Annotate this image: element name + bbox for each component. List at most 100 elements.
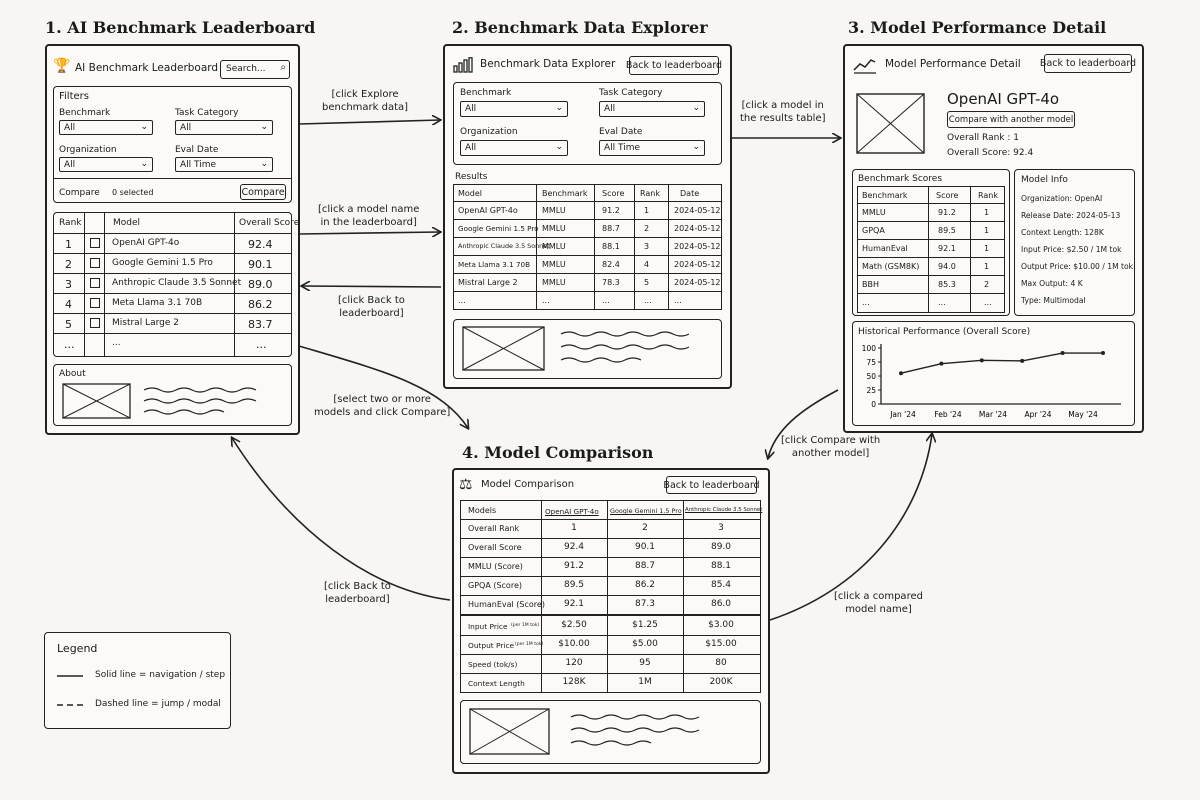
benchmark-select[interactable]: All⌄ bbox=[460, 101, 568, 117]
search-input[interactable]: Search... ⌕ bbox=[220, 60, 290, 79]
model-cell[interactable]: OpenAI GPT-4o bbox=[458, 206, 518, 215]
detail-window-title: Model Performance Detail bbox=[885, 58, 1021, 70]
chevron-down-icon: ⌄ bbox=[692, 142, 700, 152]
eval-date-label: Eval Date bbox=[175, 145, 219, 155]
table-row[interactable]: ............... bbox=[454, 291, 721, 309]
table-row[interactable]: ......... bbox=[54, 333, 291, 353]
metric-value: 90.1 bbox=[634, 542, 656, 552]
screen-4-title: 4. Model Comparison bbox=[462, 443, 654, 462]
back-to-leaderboard-button[interactable]: Back to leaderboard bbox=[626, 56, 722, 75]
divider bbox=[84, 213, 85, 356]
task-category-value: All bbox=[180, 122, 192, 133]
metric-value: 1 bbox=[571, 523, 577, 533]
score-cell: 90.1 bbox=[248, 258, 273, 271]
model-cell[interactable]: ... bbox=[458, 296, 466, 305]
back-to-leaderboard-button[interactable]: Back to leaderboard bbox=[663, 476, 760, 494]
data-point bbox=[899, 371, 903, 376]
divider bbox=[461, 595, 760, 596]
divider bbox=[461, 519, 760, 520]
score-cell: 94.0 bbox=[938, 262, 956, 271]
metric-value: 89.5 bbox=[563, 580, 585, 590]
table-row[interactable]: 4 Meta Llama 3.1 70B 86.2 bbox=[54, 293, 291, 313]
benchmark-header: Benchmark bbox=[542, 189, 588, 198]
score-cell: ... bbox=[602, 296, 610, 305]
compared-model-link[interactable]: Google Gemini 1.5 Pro bbox=[610, 507, 682, 515]
compare-checkbox[interactable] bbox=[90, 238, 100, 248]
score-cell: 86.2 bbox=[248, 298, 273, 311]
task-category-select[interactable]: All⌄ bbox=[175, 120, 273, 135]
y-tick-label: 100 bbox=[862, 344, 877, 353]
model-name-link[interactable]: Anthropic Claude 3.5 Sonnet bbox=[112, 278, 242, 288]
image-placeholder-icon bbox=[469, 708, 550, 755]
chevron-down-icon: ⌄ bbox=[692, 103, 700, 113]
divider bbox=[104, 213, 105, 356]
table-row: ......... bbox=[858, 293, 1004, 311]
arrow-2-to-1-back bbox=[302, 286, 442, 287]
eval-date-select[interactable]: All Time⌄ bbox=[175, 157, 273, 172]
compare-checkbox[interactable] bbox=[90, 298, 100, 308]
compare-button[interactable]: Compare bbox=[240, 184, 286, 200]
model-name: OpenAI GPT-4o bbox=[947, 90, 1060, 108]
model-name-link[interactable]: Google Gemini 1.5 Pro bbox=[112, 258, 213, 268]
score-cell: 89.0 bbox=[248, 278, 273, 291]
compare-with-another-model-button[interactable]: Compare with another model bbox=[947, 111, 1075, 128]
legend-title: Legend bbox=[57, 642, 98, 655]
search-placeholder: Search... bbox=[226, 64, 266, 74]
y-tick-label: 50 bbox=[866, 372, 876, 381]
model-comparison-screen: ⚖ Model Comparison Back to leaderboard M… bbox=[452, 468, 770, 774]
model-cell[interactable]: Anthropic Claude 3.5 Sonnet bbox=[458, 242, 550, 250]
back-to-leaderboard-button[interactable]: Back to leaderboard bbox=[1040, 54, 1136, 73]
about-panel: About bbox=[53, 364, 292, 426]
divider bbox=[461, 635, 760, 636]
data-point bbox=[1060, 351, 1065, 356]
compared-model-link[interactable]: Anthropic Claude 3.5 Sonnet bbox=[685, 507, 763, 513]
organization-select[interactable]: All⌄ bbox=[460, 140, 568, 156]
model-cell[interactable]: Google Gemini 1.5 Pro bbox=[458, 224, 539, 233]
metric-value: $1.25 bbox=[632, 620, 658, 630]
metric-unit: (per 1M tok) bbox=[515, 642, 544, 647]
task-category-select[interactable]: All⌄ bbox=[599, 101, 705, 117]
eval-date-select[interactable]: All Time⌄ bbox=[599, 140, 705, 156]
historical-performance-heading: Historical Performance (Overall Score) bbox=[858, 327, 1031, 337]
metric-unit: (per 1M tok) bbox=[511, 623, 540, 628]
compare-checkbox[interactable] bbox=[90, 278, 100, 288]
filters-heading: Filters bbox=[59, 91, 89, 102]
compare-checkbox[interactable] bbox=[90, 318, 100, 328]
model-name-link[interactable]: ... bbox=[112, 338, 121, 348]
score-cell: ... bbox=[256, 338, 267, 351]
compare-checkbox[interactable] bbox=[90, 258, 100, 268]
model-name-link[interactable]: Meta Llama 3.1 70B bbox=[112, 298, 203, 308]
table-row: Output Price(per 1M tok)$10.00$5.00$15.0… bbox=[461, 635, 760, 654]
model-name-link[interactable]: OpenAI GPT-4o bbox=[112, 238, 180, 248]
model-name-link[interactable]: Mistral Large 2 bbox=[112, 318, 179, 328]
rank-cell: 1 bbox=[644, 206, 650, 215]
benchmark-select[interactable]: All⌄ bbox=[59, 120, 153, 135]
metric-value: 80 bbox=[715, 658, 727, 668]
date-cell: 2024-05-12 bbox=[674, 224, 721, 233]
model-cell[interactable]: Meta Llama 3.1 70B bbox=[458, 260, 531, 269]
divider bbox=[541, 501, 542, 692]
rank-cell: 4 bbox=[65, 298, 72, 311]
compared-model-link[interactable]: OpenAI GPT-4o bbox=[545, 507, 599, 516]
data-explorer-screen: Benchmark Data Explorer Back to leaderbo… bbox=[443, 44, 732, 389]
organization-select[interactable]: All⌄ bbox=[59, 157, 153, 172]
metric-value: $3.00 bbox=[708, 620, 734, 630]
model-cell[interactable]: Mistral Large 2 bbox=[458, 278, 518, 287]
rank-cell: 2 bbox=[644, 224, 650, 233]
benchmark-cell: HumanEval bbox=[862, 244, 908, 253]
divider bbox=[536, 185, 537, 309]
divider bbox=[858, 221, 1004, 222]
